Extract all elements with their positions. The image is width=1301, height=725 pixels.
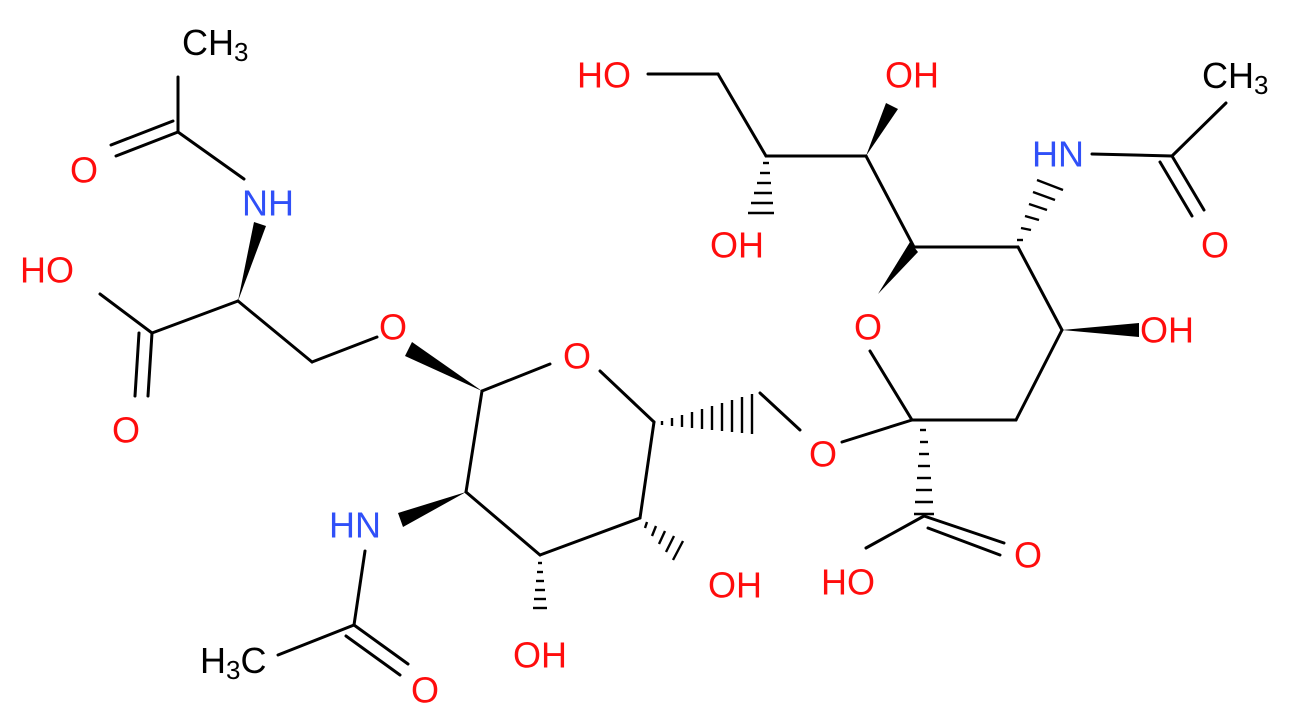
- atom-label-oxygen: O: [563, 336, 591, 377]
- atom-label-oxygen: O: [411, 670, 439, 711]
- atom-label-hydroxyl: HO: [20, 250, 74, 291]
- bonds: [98, 72, 1228, 677]
- bond: [114, 130, 180, 158]
- wedge-bond: [238, 222, 266, 301]
- hash-bond: [533, 561, 547, 610]
- bond: [146, 331, 154, 398]
- bond: [150, 299, 240, 335]
- atom-label-oxygen: O: [70, 150, 98, 191]
- bond: [1014, 328, 1064, 422]
- bond: [276, 623, 356, 657]
- atom-label-hydroxyl: OH: [885, 55, 939, 96]
- bond: [758, 391, 802, 432]
- atom-label-methyl: CH3: [182, 22, 248, 68]
- hash-bond: [643, 521, 685, 561]
- hash-bond: [914, 428, 934, 516]
- bond: [1158, 160, 1194, 218]
- atom-label-hydroxyl: OH: [513, 635, 567, 676]
- bond: [598, 369, 656, 424]
- atom-label-amine: HN: [329, 505, 381, 546]
- bond: [1016, 245, 1064, 332]
- bond: [1170, 154, 1206, 212]
- bond: [926, 526, 1002, 557]
- wedge-bond: [878, 242, 918, 294]
- bond: [1090, 152, 1174, 158]
- bond: [864, 514, 926, 550]
- atom-label-oxygen: O: [854, 307, 882, 348]
- bond: [840, 418, 914, 444]
- bond: [344, 634, 402, 677]
- bond: [236, 299, 314, 364]
- bond: [922, 514, 1006, 545]
- atom-label-oxygen: O: [112, 410, 140, 451]
- bond: [1170, 101, 1228, 158]
- atom-label-methyl: CH3: [1202, 55, 1268, 101]
- bond: [864, 154, 916, 249]
- atom-label-oxygen: O: [809, 434, 837, 475]
- wedge-bond: [1062, 323, 1139, 337]
- hash-bond: [748, 161, 774, 215]
- atom-label-hydroxyl: OH: [710, 225, 764, 266]
- wedge-bond: [866, 103, 898, 156]
- atom-label-amine: NH: [242, 183, 294, 224]
- wedge-bond: [398, 492, 466, 527]
- bond: [716, 72, 768, 158]
- bond: [352, 549, 367, 627]
- bond: [133, 331, 141, 398]
- bond: [480, 362, 552, 393]
- atom-label-hydroxyl: HO: [821, 562, 875, 603]
- atom-labels: O O O O HO O NH O CH3 HN H3C O OH OH HO …: [20, 22, 1268, 711]
- wedge-bond: [405, 342, 482, 391]
- atom-label-oxygen: O: [379, 307, 407, 348]
- atom-label-amine: HN: [1032, 134, 1084, 175]
- atom-label-hydroxyl: OH: [708, 565, 762, 606]
- bond: [464, 389, 484, 494]
- bond: [310, 335, 379, 364]
- atom-label-hydroxyl: OH: [1140, 310, 1194, 351]
- bond: [176, 130, 246, 181]
- bond: [538, 516, 642, 557]
- atom-label-oxygen: O: [1201, 225, 1229, 266]
- bond: [109, 119, 175, 147]
- atom-label-methyl: H3C: [200, 640, 266, 686]
- atom-label-hydroxyl: HO: [577, 55, 631, 96]
- hash-bond: [660, 394, 754, 434]
- bond: [464, 490, 542, 557]
- bond: [638, 420, 656, 520]
- bond: [98, 292, 154, 335]
- bond: [868, 349, 914, 422]
- atom-label-oxygen: O: [1014, 535, 1042, 576]
- hash-bond: [1017, 178, 1064, 242]
- bond: [352, 623, 410, 666]
